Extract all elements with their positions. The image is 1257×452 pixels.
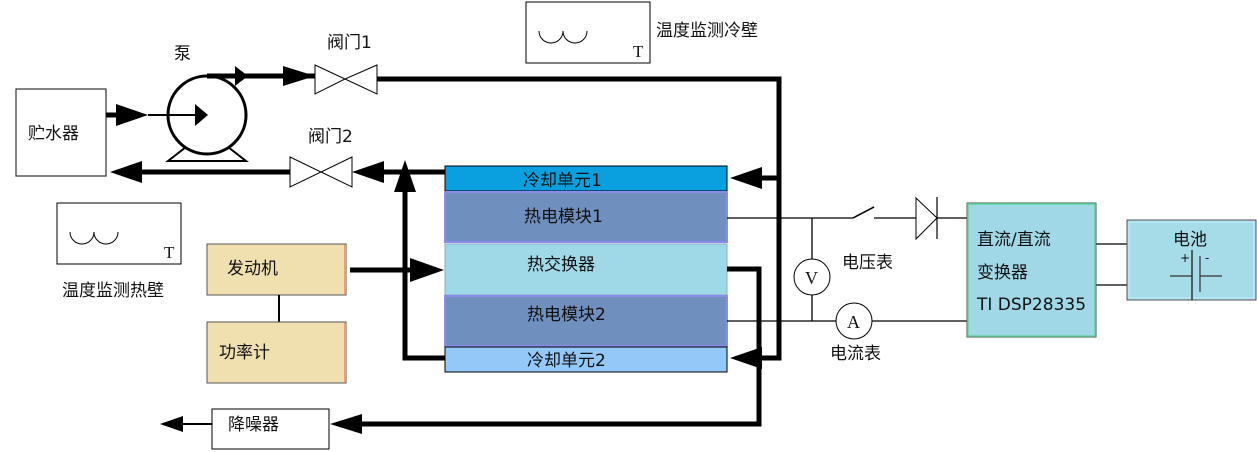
power-meter-label: 功率计 — [219, 343, 270, 363]
diode-icon — [915, 196, 938, 241]
voltmeter: V 电压表 — [793, 253, 893, 296]
temp-monitor-cold: T 温度监测冷壁 — [525, 1, 758, 64]
pipe-pump-to-valve1 — [207, 66, 315, 86]
pipe-exhaust-to-muffler — [330, 266, 762, 434]
valve-2[interactable]: 阀门2 — [289, 127, 353, 188]
converter-line-3: TI DSP28335 — [976, 295, 1086, 315]
temp-hot-symbol: T — [164, 243, 175, 262]
temp-monitor-hot: T 温度监测热壁 — [56, 202, 182, 301]
voltmeter-symbol: V — [805, 268, 818, 288]
converter-line-1: 直流/直流 — [977, 230, 1051, 250]
valve-1[interactable]: 阀门1 — [314, 33, 378, 95]
battery-label: 电池 — [1173, 230, 1207, 250]
heat-exchanger — [444, 243, 728, 296]
teg-module-2-label: 热电模块2 — [527, 305, 606, 325]
heat-exchanger-label: 热交换器 — [527, 255, 595, 275]
cooling-unit-2-label: 冷却单元2 — [527, 351, 606, 371]
cooling-unit-1-label: 冷却单元1 — [523, 171, 602, 191]
converter-line-2: 变换器 — [977, 263, 1028, 283]
temp-hot-label: 温度监测热壁 — [62, 281, 164, 301]
ammeter: A 电流表 — [830, 302, 881, 364]
reservoir: 贮水器 — [15, 88, 107, 177]
battery: 电池 + - — [1126, 219, 1257, 301]
engine-label: 发动机 — [227, 259, 278, 279]
pipe-return — [110, 160, 445, 361]
voltmeter-label: 电压表 — [842, 253, 893, 273]
cooling-unit-2 — [444, 346, 728, 373]
teg-module-2 — [444, 295, 728, 347]
teg-module-1-label: 热电模块1 — [524, 207, 603, 227]
valve-2-label: 阀门2 — [308, 127, 353, 147]
battery-minus: - — [1205, 251, 1209, 265]
teg-stack: 冷却单元1 热电模块1 热交换器 热电模块2 冷却单元2 — [444, 165, 728, 373]
teg-module-1 — [444, 191, 728, 243]
reservoir-label: 贮水器 — [28, 124, 79, 144]
engine: 发动机 — [206, 243, 347, 296]
ammeter-symbol: A — [847, 312, 860, 332]
battery-icon: + - — [1170, 250, 1222, 300]
switch[interactable] — [852, 206, 875, 219]
pump-label: 泵 — [174, 44, 191, 64]
valve-1-label: 阀门1 — [327, 33, 372, 53]
battery-plus: + — [1180, 251, 1190, 265]
temp-cold-label: 温度监测冷壁 — [656, 21, 758, 41]
pump: 泵 — [148, 44, 249, 162]
ammeter-label: 电流表 — [830, 344, 881, 364]
power-meter: 功率计 — [206, 321, 347, 384]
muffler: 降噪器 — [160, 408, 330, 450]
muffler-label: 降噪器 — [228, 415, 279, 435]
pipe-engine-to-exchanger — [350, 258, 444, 282]
temp-cold-symbol: T — [633, 42, 644, 61]
dc-dc-converter: 直流/直流 变换器 TI DSP28335 — [966, 202, 1097, 338]
